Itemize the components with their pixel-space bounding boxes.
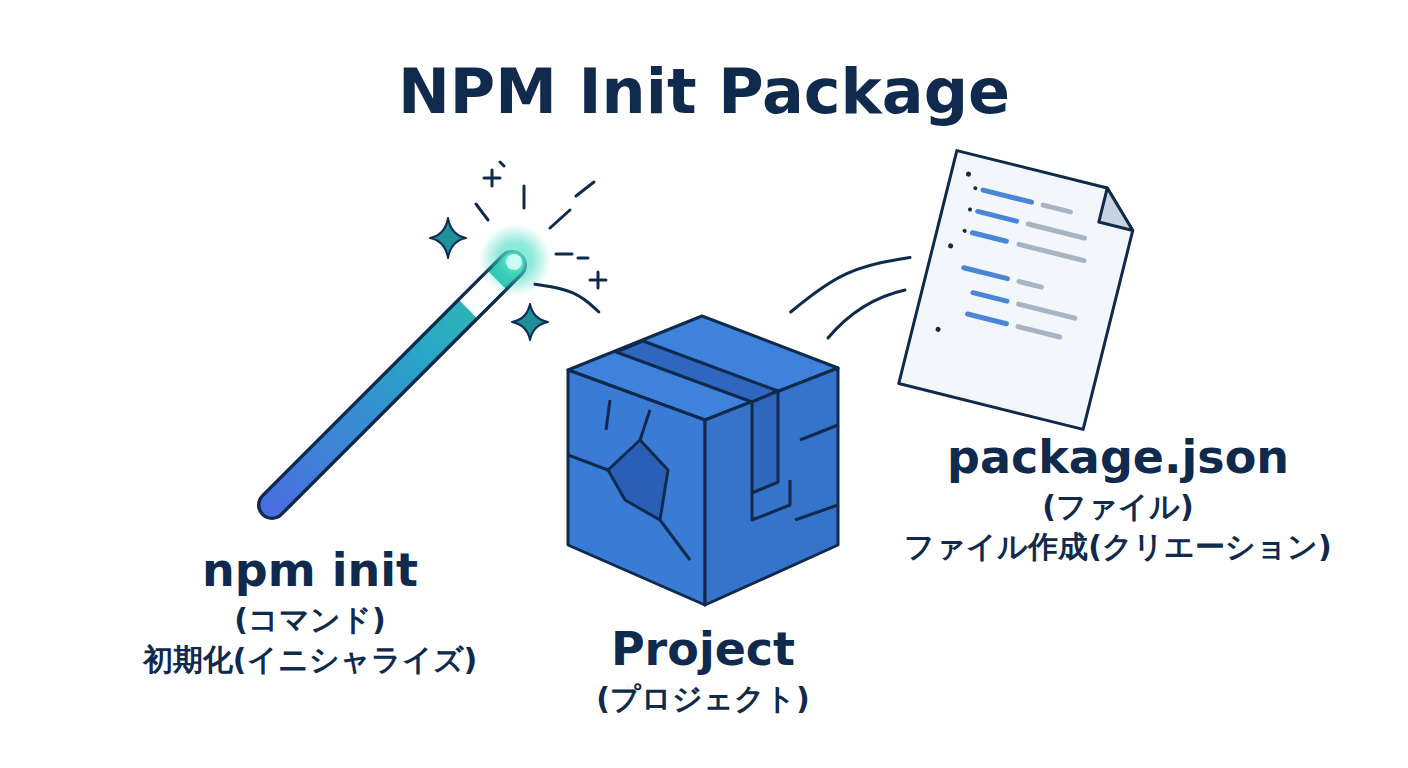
project-node: Project(プロジェクト) [566, 312, 840, 606]
node-subtext: (コマンド) [143, 602, 477, 638]
magic-wand [272, 224, 551, 505]
file-node: package.json(ファイル)ファイル作成(クリエーション) [910, 165, 1130, 415]
motion-line [828, 290, 905, 338]
connector [791, 258, 910, 313]
node-heading: Project [596, 622, 809, 677]
package-json-file [899, 151, 1141, 430]
node-subtext: (ファイル) [904, 489, 1331, 525]
node-subtext: (プロジェクト) [596, 681, 809, 717]
node-subtext: 初期化(イニシャライズ) [143, 642, 477, 678]
node-heading: npm init [143, 543, 477, 598]
node-labels: Project (プロジェクト) [596, 622, 809, 717]
node-heading: package.json [904, 430, 1331, 485]
node-labels: npm init (コマンド) 初期化(イニシャライズ) [143, 543, 477, 678]
connector [535, 284, 599, 312]
node-labels: package.json (ファイル) ファイル作成(クリエーション) [904, 430, 1331, 565]
node-subtext: ファイル作成(クリエーション) [904, 529, 1331, 565]
spark-rays [476, 162, 606, 288]
project-box [568, 316, 838, 605]
sparkles [430, 218, 548, 340]
diagram-title: NPM Init Package [0, 58, 1408, 126]
command-node: npm init(コマンド)初期化(イニシャライズ) [255, 235, 535, 525]
